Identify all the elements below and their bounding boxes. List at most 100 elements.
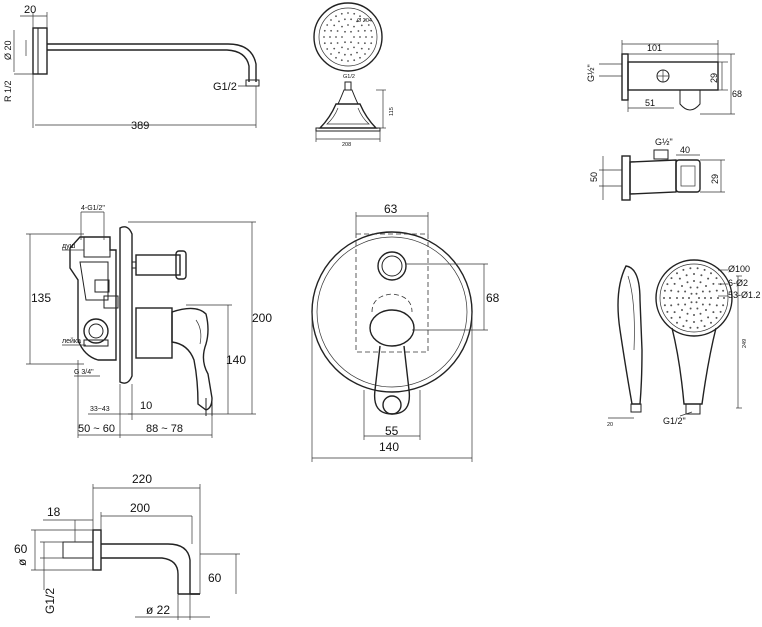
nozzle-dot [696,286,699,289]
hand-shower-nozzles [663,267,725,329]
nozzle-dot [353,25,355,28]
label-shower-outlet: душ [62,243,76,250]
nozzle-dot [663,297,665,299]
dim-hand-length: 249 [742,339,748,348]
nozzle-dot [344,18,346,21]
nozzle-dot [353,36,355,38]
dim-arm-flange-width: 20 [24,4,36,16]
nozzle-dot [350,41,352,44]
nozzle-dot [329,36,331,38]
shower-head-nozzles [323,12,373,62]
label-handshower-outlet: лейка [62,337,81,345]
nozzle-dot [323,42,326,45]
nozzle-dot [350,53,352,56]
nozzle-dot [703,268,706,271]
dim-spout-thread: G1/2 [43,588,57,614]
nozzle-dot [370,29,373,32]
dim-head-height: 115 [389,107,395,116]
nozzle-dot [357,30,360,32]
dim-spout-total-length: 220 [132,472,152,486]
nozzle-dot [698,297,700,299]
nozzle-dot [365,36,367,38]
nozzle-dot [695,301,698,304]
nozzle-dot [353,46,355,49]
dim-head-width: 208 [342,142,351,148]
nozzle-dot [364,19,366,21]
nozzle-dot [695,292,698,295]
nozzle-dot [371,36,373,38]
nozzle-dot [719,310,722,313]
mixer-side-drawing: 4-G1/2" душ лейка G 3/4" 135 200 140 33~… [26,205,272,438]
nozzle-dot [696,326,699,329]
nozzle-dot [707,316,710,319]
dim-front-lever-width: 55 [385,424,399,438]
dim-head-thread: G1/2 [343,74,355,80]
dim-mixer-depth-range-small: 33~43 [90,406,110,413]
dim-hand-diameter: Ø100 [728,264,750,274]
nozzle-dot [701,303,704,306]
dim-holder-thread-a: G½" [586,64,596,82]
nozzle-dot [693,321,695,323]
nozzle-dot [689,267,692,270]
dim-spout-projection: 200 [130,501,150,515]
nozzle-dot [336,42,339,44]
dim-mixer-plate-thickness: 10 [140,400,152,412]
nozzle-dot [663,289,666,292]
nozzle-dot [669,297,671,299]
nozzle-dot [705,285,707,287]
dim-front-plate-width: 63 [384,202,398,216]
nozzle-dot [330,29,332,32]
nozzle-dot [700,319,703,322]
nozzle-dot [357,42,360,44]
nozzle-dot [323,36,325,38]
dim-hand-holes-large: 6-Ø2 [728,278,748,288]
dim-holder-length: 101 [647,43,662,53]
nozzle-dot [347,60,349,62]
dim-holder-offset: 51 [645,98,655,108]
dim-hand-thickness: 20 [607,422,613,428]
nozzle-dot [715,304,718,307]
nozzle-dot [688,297,690,299]
mixer-front-drawing: 63 68 55 140 [311,202,500,462]
nozzle-dot [677,290,680,293]
nozzle-dot [367,24,370,26]
nozzle-dot [344,53,346,56]
nozzle-dot [710,272,712,275]
nozzle-dot [347,24,349,26]
nozzle-dot [685,274,688,277]
nozzle-dot [710,297,712,299]
nozzle-dot [326,48,329,50]
nozzle-dot [723,297,725,299]
nozzle-dot [676,297,678,299]
label-inlet-threads: 4-G1/2" [81,205,105,212]
dim-spout-drop: 60 [208,571,222,585]
nozzle-dot [670,289,673,292]
nozzle-dot [673,282,676,285]
nozzle-dot [693,314,695,316]
dim-arm-length: 389 [131,120,149,132]
dim-arm-diameter: Ø 20 [3,40,13,60]
nozzle-dot [333,47,336,50]
nozzle-dot [666,283,669,286]
dim-spout-thread-length: 18 [47,505,61,519]
nozzle-dot [344,30,346,33]
wall-holder-drawing: G½" 101 29 68 51 G½" 40 50 29 [586,40,742,201]
nozzle-dot [370,42,373,45]
nozzle-dot [676,272,678,275]
nozzle-dot [699,281,702,284]
nozzle-dot [717,297,719,299]
nozzle-dot [336,30,339,32]
nozzle-dot [364,42,366,45]
nozzle-dot [690,292,693,295]
dim-holder-thread-b: G½" [655,137,673,147]
nozzle-dot [722,289,725,292]
nozzle-dot [670,304,673,307]
nozzle-dot [353,12,356,15]
nozzle-dot [323,29,326,32]
nozzle-dot [330,19,332,21]
nozzle-dot [356,51,358,54]
nozzle-dot [356,20,358,23]
nozzle-dot [364,29,366,32]
nozzle-dot [678,316,681,319]
